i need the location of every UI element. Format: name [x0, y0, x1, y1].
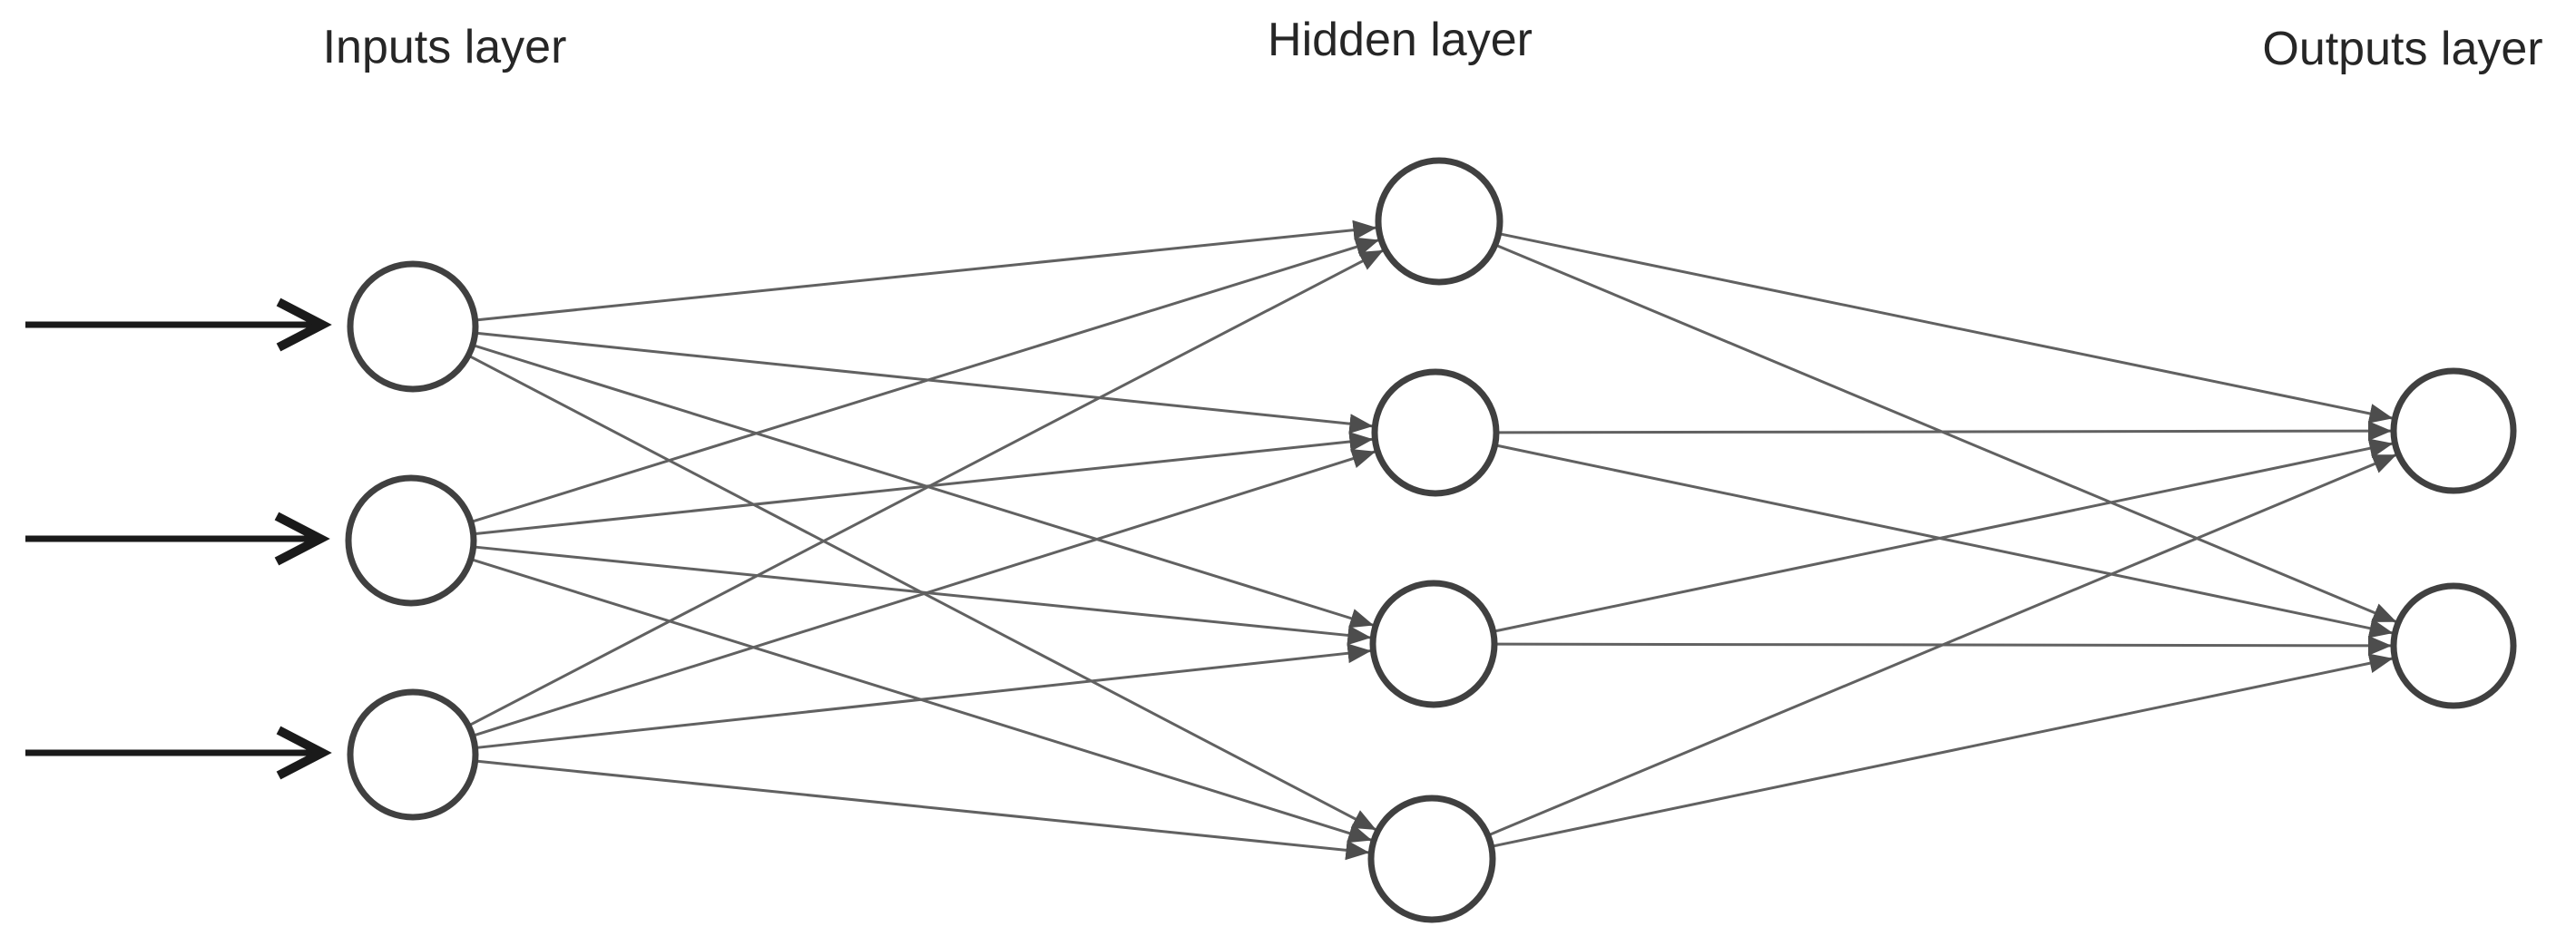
- hidden-layer-label: Hidden layer: [1268, 14, 1533, 66]
- input-arrow-2: [25, 512, 330, 566]
- input-2-node: [345, 474, 477, 607]
- input-arrow-3: [25, 726, 332, 780]
- edge-input-3-to-hidden-1: [467, 249, 1385, 727]
- edge-hidden-1-to-output-1: [1498, 232, 2394, 424]
- edge-input-3-to-hidden-3: [475, 643, 1372, 750]
- input-arrow-1: [25, 297, 332, 352]
- edge-input-2-to-hidden-1: [470, 237, 1380, 523]
- edge-hidden-4-to-output-1: [1487, 453, 2397, 837]
- output-2-node: [2390, 582, 2517, 709]
- edge-input-1-to-hidden-2: [475, 331, 1374, 434]
- input-1-node: [347, 260, 479, 393]
- edge-hidden-2-to-output-1: [1495, 421, 2393, 442]
- edge-hidden-3-to-output-1: [1493, 438, 2394, 633]
- edge-input-2-to-hidden-2: [473, 432, 1374, 536]
- edge-input-2-to-hidden-3: [473, 545, 1372, 646]
- input-3-node: [347, 688, 479, 821]
- inputs-layer-label: Inputs layer: [322, 21, 567, 73]
- output-1-node: [2390, 367, 2517, 494]
- hidden-4-node: [1367, 795, 1496, 923]
- hidden-3-node: [1369, 580, 1498, 708]
- outputs-layer-label: Outputs layer: [2262, 23, 2543, 75]
- hidden-2-node: [1371, 368, 1500, 497]
- edge-hidden-2-to-output-2: [1494, 444, 2394, 639]
- edge-input-1-to-hidden-1: [475, 219, 1377, 322]
- edge-input-3-to-hidden-4: [475, 759, 1370, 861]
- hidden-1-node: [1375, 157, 1503, 286]
- edge-hidden-4-to-output-2: [1491, 653, 2394, 848]
- edge-hidden-1-to-output-2: [1494, 243, 2397, 624]
- edge-input-3-to-hidden-2: [472, 449, 1376, 737]
